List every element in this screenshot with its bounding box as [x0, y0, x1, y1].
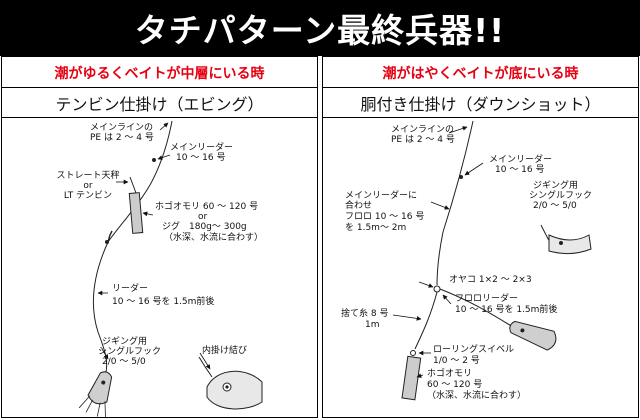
rolling-swivel [410, 350, 416, 356]
label-sute-length: 1m [365, 320, 380, 330]
arrow [430, 201, 450, 210]
arrow [101, 348, 109, 360]
arrow [416, 373, 424, 378]
label-combo-match: 合わせ [345, 201, 373, 211]
knot-detail-fish [198, 356, 263, 410]
arrow [442, 294, 452, 305]
arrow [142, 211, 154, 217]
label-leader: リーダー [112, 284, 149, 294]
label-tenbin-lt: LT テンビン [63, 191, 113, 201]
condition-heading: 潮がゆるくベイトが中層にいる時 [54, 66, 265, 82]
header-banner: タチパターン最終兵器!! [0, 0, 640, 56]
arrow [464, 162, 484, 176]
label-three-way-swivel: オヤコ 1×2 ～ 2×3 [449, 275, 532, 285]
label-weight-spec: 60 ～ 120 号 [427, 380, 483, 390]
panel-tenbin: 潮がゆるくベイトが中層にいる時 テンビン仕掛け（エビング） [1, 56, 318, 418]
label-knot: 内掛け結び [202, 346, 248, 356]
label-fluoro-spec: 10 ～ 16 号を 1.5m前後 [455, 305, 558, 315]
main-line [149, 120, 173, 186]
method-heading: 胴付き仕掛け（ダウンショット） [360, 95, 601, 114]
arrow [199, 352, 211, 370]
divider [323, 117, 638, 118]
label-combo-fluoro: フロロ 10 ～ 16 号 [345, 212, 425, 222]
label-weight: ホゴオモリ [427, 369, 473, 379]
arrow [418, 281, 434, 288]
label-weight-note: （水深、水流に合わす） [427, 391, 527, 401]
main-leader-line [107, 184, 151, 243]
label-jig: ジグ 180g～ 300g [162, 222, 247, 232]
label-tenbin: ストレート天秤 [56, 171, 120, 181]
label-weight: ホゴオモリ 60 ～ 120 号 [155, 202, 259, 212]
label-main-leader-spec: 10 ～ 16 号 [176, 153, 226, 163]
page-title: タチパターン最終兵器!! [134, 11, 506, 50]
arrow [159, 122, 169, 131]
label-combo-length: を 1.5m～ 2m [345, 223, 407, 233]
knot-dot [152, 158, 156, 162]
divider [323, 87, 638, 88]
arrow [392, 314, 422, 321]
arrow [448, 126, 468, 134]
label-sute-ito: 捨て糸 8 号 [341, 309, 389, 319]
label-weight-or: or [198, 212, 208, 222]
sinker-weight [128, 192, 144, 234]
condition-heading: 潮がはやくベイトが底にいる時 [382, 66, 579, 82]
label-mainline: メインラインの [90, 123, 154, 133]
label-combo-leader: メインリーダーに [345, 191, 418, 201]
hook-detail [540, 224, 592, 255]
main-line [442, 120, 474, 233]
label-mainline-spec: PE は 2 ～ 4 号 [391, 135, 455, 145]
label-hook-type: シングルフック [529, 191, 593, 201]
three-way-swivel [433, 285, 441, 293]
knot-dot [459, 175, 463, 179]
main-leader-line [436, 231, 444, 286]
tenbin-rig-diagram [78, 120, 263, 417]
label-mainline: メインラインの [391, 125, 455, 135]
branch-leader-line [439, 288, 514, 328]
sinker-line [414, 291, 438, 350]
weight-line [129, 176, 137, 194]
label-hook-type: シングルフック [98, 347, 162, 357]
lure-squid [509, 320, 557, 351]
divider [2, 87, 317, 88]
sinker-weight [401, 355, 422, 401]
method-heading: テンビン仕掛け（エビング） [55, 95, 264, 114]
label-hook: ジギング用 [533, 181, 579, 191]
tenbin-arm [107, 230, 113, 243]
label-main-leader: メインリーダー [489, 155, 553, 165]
lure-squid [78, 371, 113, 417]
label-rolling-swivel: ローリングスイベル [433, 345, 515, 355]
divider [2, 117, 317, 118]
arrow [157, 154, 171, 160]
label-tenbin-or: or [83, 181, 93, 191]
label-hook-size: 2/0 ～ 5/0 [102, 357, 146, 367]
label-fluoro-leader: フロロリーダー [455, 294, 519, 304]
panel-dowshot: 潮がはやくベイトが底にいる時 胴付き仕掛け（ダウンショット） [322, 56, 639, 418]
label-mainline-spec: PE は 2 ～ 4 号 [90, 133, 154, 143]
label-weight-note: （水深、水流に合わす） [164, 233, 264, 243]
label-hook-size: 2/0 ～ 5/0 [533, 201, 577, 211]
label-main-leader-spec: 10 ～ 16 号 [495, 165, 545, 175]
label-leader-spec: 10 ～ 16 号を 1.5m前後 [112, 297, 215, 307]
label-main-leader: メインリーダー [170, 143, 234, 153]
leader-line [92, 241, 109, 373]
downshot-rig-diagram [392, 120, 592, 401]
label-hook: ジギング用 [102, 337, 148, 347]
label-rolling-size: 1/0 ～ 2 号 [433, 356, 480, 366]
